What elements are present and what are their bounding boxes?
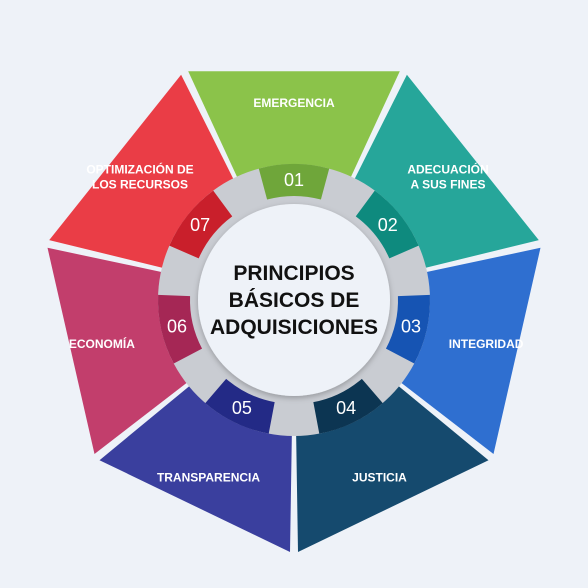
segment-03 <box>398 247 541 454</box>
number-tab-05 <box>205 378 275 434</box>
segment-label: JUSTICIA <box>352 471 407 485</box>
segment-label: ECONOMÍA <box>69 336 135 351</box>
segment-label: INTEGRIDAD <box>449 337 524 351</box>
segment-label: EMERGENCIA <box>253 96 335 110</box>
number-tab-01 <box>258 164 330 200</box>
number-tab-04 <box>313 378 383 434</box>
center-circle <box>198 204 390 396</box>
segment-number: 02 <box>378 215 398 235</box>
segment-number: 05 <box>232 398 252 418</box>
segment-label: TRANSPARENCIA <box>157 471 260 485</box>
number-tab-03 <box>385 294 430 364</box>
segment-number: 07 <box>190 215 210 235</box>
segment-number: 04 <box>336 398 356 418</box>
segment-01 <box>188 71 400 181</box>
number-tab-07 <box>169 190 233 259</box>
segment-number: 06 <box>167 317 187 337</box>
segment-number: 01 <box>284 170 304 190</box>
segment-06 <box>47 247 190 454</box>
segment-number: 03 <box>401 317 421 337</box>
number-tab-02 <box>355 190 419 259</box>
number-tab-06 <box>157 294 203 364</box>
